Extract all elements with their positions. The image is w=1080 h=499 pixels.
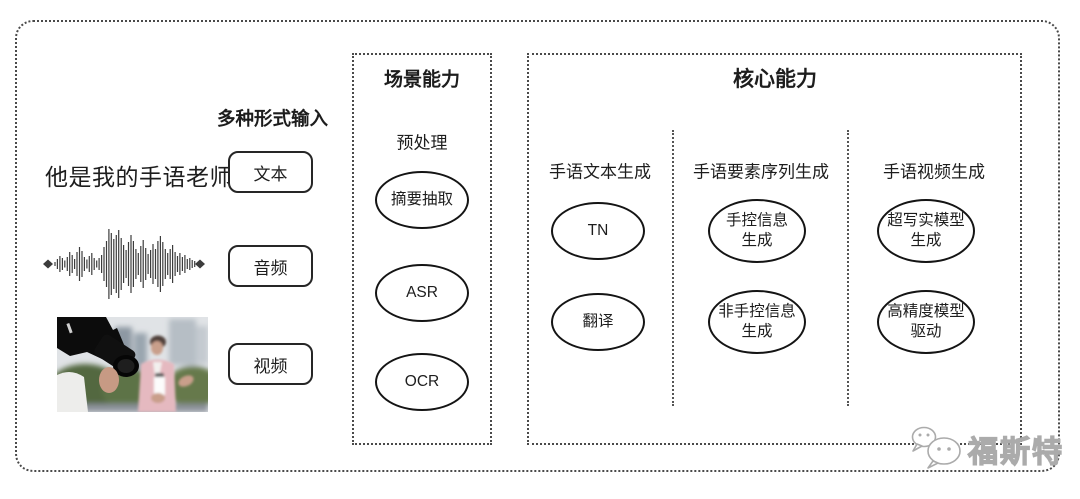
input-type-label: 视频 [253,356,288,376]
audio-waveform-icon [43,229,205,299]
node-ocr: OCR [375,353,469,411]
video-thumbnail [57,317,208,412]
node-asr: ASR [375,264,469,322]
core-box-title: 核心能力 [733,68,817,91]
node-translation: 翻译 [551,293,645,351]
column-header-text-generation: 手语文本生成 [549,162,651,182]
input-type-label: 文本 [253,164,288,184]
column-header-element-sequence-generation: 手语要素序列生成 [693,162,829,182]
node-label: TN [587,221,609,239]
node-label: 超写实模型 生成 [887,211,965,249]
node-label: ASR [406,283,438,301]
column-divider [672,130,674,406]
input-heading: 多种形式输入 [217,108,329,129]
node-manual-info-generation: 手控信息 生成 [708,199,806,263]
input-type-box-video: 视频 [228,343,313,385]
column-divider [847,130,849,406]
node-label: 高精度模型 驱动 [887,302,965,340]
input-type-box-audio: 音频 [228,245,313,287]
sample-sentence: 他是我的手语老师 [45,164,233,190]
node-non-manual-info-generation: 非手控信息 生成 [708,290,806,354]
preprocess-label: 预处理 [396,133,448,153]
node-tn: TN [551,202,645,260]
node-label: OCR [404,372,440,390]
core-capability-box [527,53,1022,445]
node-summary-extraction: 摘要抽取 [375,171,469,229]
scene-box-title: 场景能力 [383,69,461,91]
input-type-label: 音频 [253,258,288,278]
watermark-text: 福斯特 [967,435,1064,469]
node-label: 翻译 [582,312,614,330]
outer-dotted-frame [15,20,1060,472]
scene-capability-box [352,53,492,445]
input-type-box-text: 文本 [228,151,313,193]
node-label: 非手控信息 生成 [718,302,796,340]
node-label: 摘要抽取 [390,190,453,208]
node-high-precision-model-driving: 高精度模型 驱动 [877,290,975,354]
wechat-icon [911,426,961,469]
node-label: 手控信息 生成 [725,211,788,249]
node-hyperrealistic-model-generation: 超写实模型 生成 [877,199,975,263]
column-header-video-generation: 手语视频生成 [883,162,985,182]
